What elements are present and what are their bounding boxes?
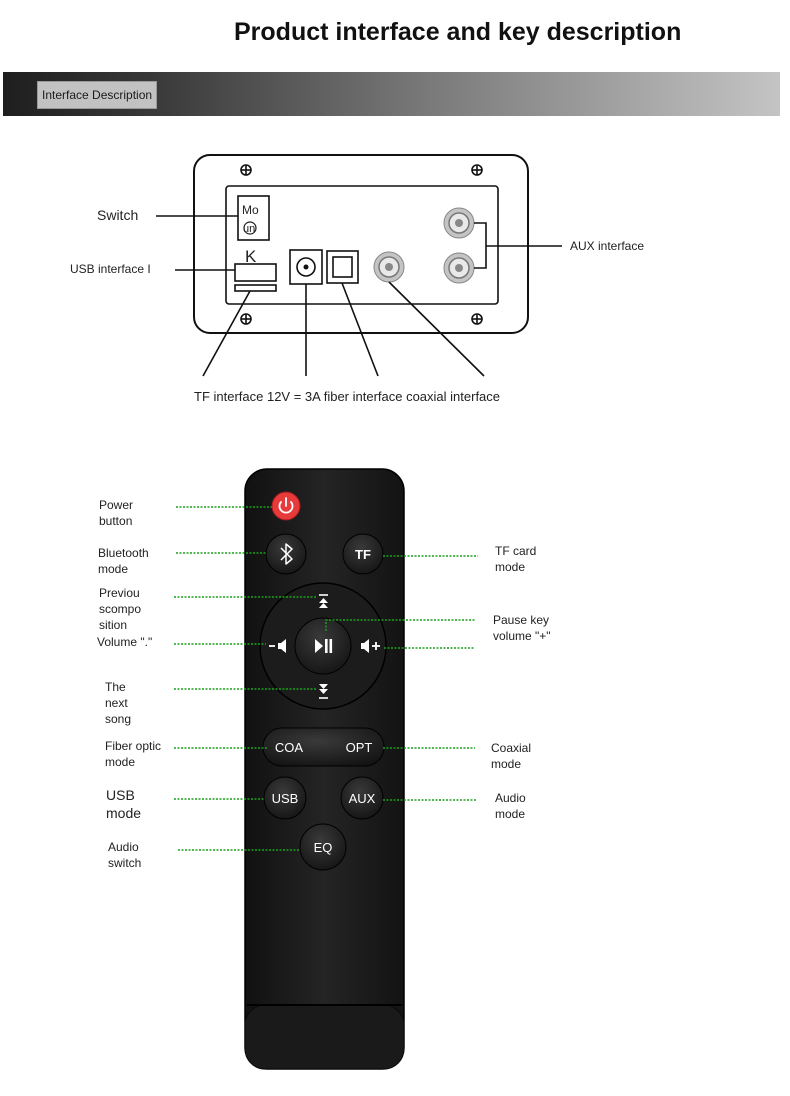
next-icon — [319, 684, 328, 699]
volume-up-button[interactable] — [352, 632, 386, 660]
screw-icon — [240, 164, 252, 176]
opt-button-label: OPT — [346, 740, 373, 755]
tf-button-label: TF — [355, 547, 371, 562]
tf-button[interactable]: TF — [342, 533, 384, 575]
label-volume-minus: Volume "." — [97, 635, 152, 649]
battery-cover — [244, 1004, 405, 1070]
eq-button[interactable]: EQ — [299, 823, 347, 871]
label-previous: Previou scompo sition — [99, 586, 144, 632]
usb-port-lower — [234, 284, 277, 292]
label-audio-switch: Audio switch — [108, 840, 142, 870]
coaxial-port — [373, 251, 405, 283]
coa-button-label: COA — [275, 740, 304, 755]
label-usb-interface: USB interface I — [70, 262, 151, 276]
next-button[interactable] — [306, 676, 340, 704]
label-aux-interface: AUX interface — [570, 239, 644, 253]
bluetooth-button[interactable] — [265, 533, 307, 575]
label-audio-mode: Audio mode — [495, 791, 529, 821]
usb-port — [234, 263, 277, 282]
remote-diagram: TF — [97, 468, 552, 1070]
play-pause-icon — [315, 639, 333, 653]
label-coaxial-mode: Coaxial mode — [491, 741, 534, 771]
label-power-button: Power button — [99, 498, 136, 528]
screw-icon — [471, 164, 483, 176]
usb-mark: K — [245, 247, 257, 266]
label-switch: Switch — [97, 207, 138, 223]
label-fiber-optic-mode: Fiber optic mode — [105, 739, 164, 769]
play-pause-button[interactable] — [297, 620, 349, 672]
coa-button[interactable]: COA — [275, 740, 304, 755]
bluetooth-icon — [280, 543, 293, 565]
usb-button[interactable]: USB — [263, 776, 307, 820]
aux-button[interactable]: AUX — [340, 776, 384, 820]
previous-icon — [319, 594, 328, 608]
rear-panel-diagram: Mo un K Switch USB interface I AUX inter… — [70, 154, 644, 404]
previous-button[interactable] — [306, 588, 340, 616]
label-usb-mode: USB mode — [106, 787, 141, 821]
aux-button-label: AUX — [349, 791, 376, 806]
section-tab: Interface Description — [37, 81, 158, 109]
screw-icon — [240, 313, 252, 325]
label-bottom-interfaces: TF interface 12V = 3A fiber interface co… — [194, 389, 500, 404]
aux-port-bottom — [443, 252, 475, 284]
usb-button-label: USB — [272, 791, 299, 806]
switch-text-mo: Mo — [242, 203, 259, 217]
eq-button-label: EQ — [314, 840, 333, 855]
switch-text-un: un — [243, 223, 255, 235]
volume-down-icon — [269, 639, 286, 653]
label-pause-volume-plus: Pause key volume "+" — [493, 613, 552, 643]
power-symbol-icon — [243, 221, 257, 235]
label-bluetooth-mode: Bluetooth mode — [98, 546, 152, 576]
coa-opt-bar — [262, 727, 385, 767]
page-title: Product interface and key description — [234, 18, 682, 46]
opt-button[interactable]: OPT — [346, 740, 373, 755]
volume-up-icon — [361, 639, 380, 653]
label-next-song: The next song — [105, 680, 131, 726]
power-button[interactable] — [271, 491, 301, 521]
volume-down-button[interactable] — [264, 632, 294, 660]
aux-port-top — [443, 207, 475, 239]
label-tf-card-mode: TF card mode — [495, 544, 540, 574]
screw-icon — [471, 313, 483, 325]
